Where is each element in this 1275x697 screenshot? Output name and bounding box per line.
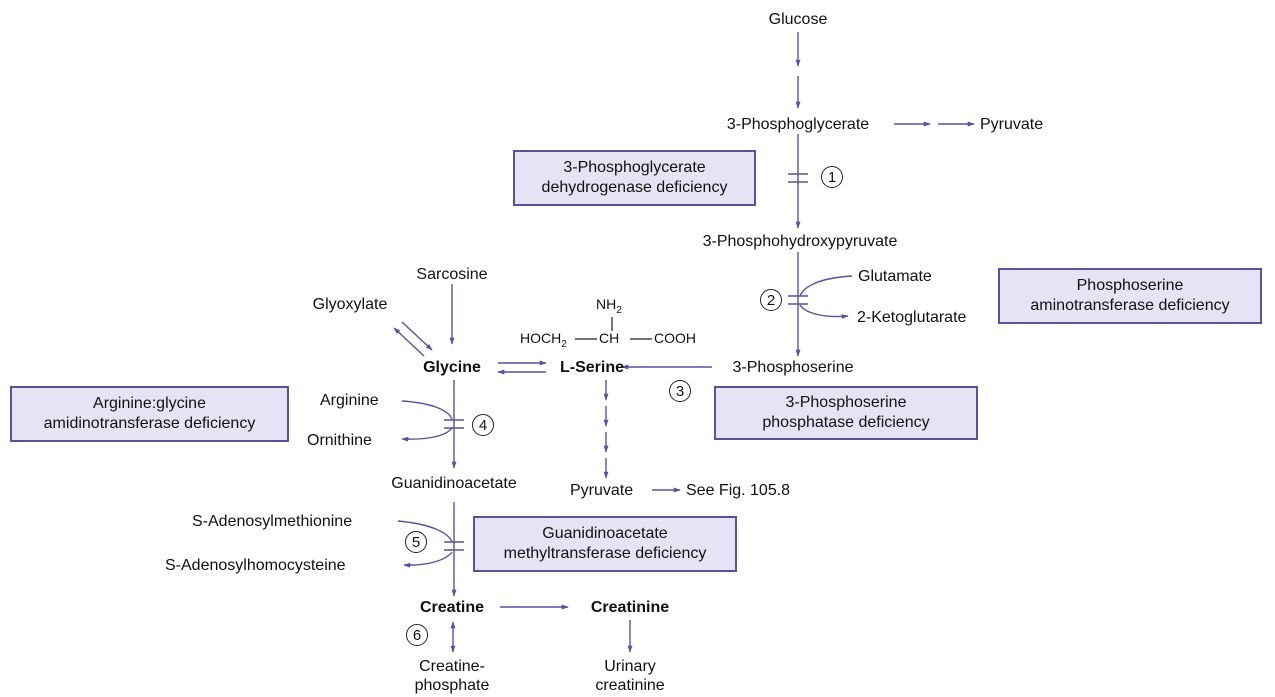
step-circle-3: 3	[669, 380, 691, 402]
creatine-phosphate-line1: Creatine-	[419, 658, 485, 675]
arrow-sam-in	[397, 520, 453, 543]
creatinine-label: Creatinine	[590, 599, 670, 616]
sam-label: S-Adenosylmethionine	[192, 513, 353, 530]
guanidinoacetate-label: Guanidinoacetate	[391, 475, 517, 492]
pyruvate-top-label: Pyruvate	[980, 116, 1044, 133]
arrow-arginine-in	[401, 400, 453, 420]
glucose-label: Glucose	[768, 11, 828, 28]
ketoglutarate-label: 2-Ketoglutarate	[857, 309, 967, 326]
arrow-glutamate-in	[799, 275, 853, 297]
glyoxylate-label: Glyoxylate	[312, 296, 388, 313]
serine-structure-cooh: COOH	[654, 330, 696, 346]
step-circle-5: 5	[405, 531, 427, 553]
sarcosine-label: Sarcosine	[416, 266, 488, 283]
urinary-creatinine-line1: Urinary	[604, 658, 656, 675]
step-circle-2: 2	[760, 289, 782, 311]
arrow-ketoglutarate-out	[799, 304, 849, 320]
step-circle-6: 6	[406, 624, 428, 646]
arrow-sah-out	[403, 551, 453, 568]
pyruvate-bottom-label: Pyruvate	[570, 482, 634, 499]
arrow-glycine-to-glyoxylate	[393, 327, 425, 357]
serine-structure-hoch2: HOCH2	[520, 330, 567, 350]
glycine-label: Glycine	[423, 359, 481, 376]
phosphoserine-label: 3-Phosphoserine	[732, 359, 854, 376]
phosphoglycerate-label: 3-Phosphoglycerate	[726, 116, 870, 133]
step-circle-4: 4	[472, 414, 494, 436]
serine-structure-nh2: NH2	[596, 296, 622, 316]
see-fig-label: See Fig. 105.8	[686, 482, 791, 499]
phosphohydroxypyruvate-label: 3-Phosphohydroxypyruvate	[702, 233, 898, 250]
creatine-phosphate-line2: phosphate	[414, 677, 490, 694]
serine-structure-ch: CH	[599, 330, 620, 346]
creatine-label: Creatine	[419, 599, 485, 616]
arrow-glyoxylate-to-glycine	[401, 321, 433, 351]
arrow-ornithine-out	[401, 427, 453, 442]
sah-label: S-Adenosylhomocysteine	[165, 557, 346, 574]
serine-label: L-Serine	[559, 359, 625, 376]
urinary-creatinine-line2: creatinine	[595, 677, 665, 694]
ornithine-label: Ornithine	[307, 432, 372, 449]
glutamate-label: Glutamate	[858, 268, 932, 285]
arginine-label: Arginine	[320, 392, 379, 409]
step-circle-1: 1	[821, 166, 843, 188]
